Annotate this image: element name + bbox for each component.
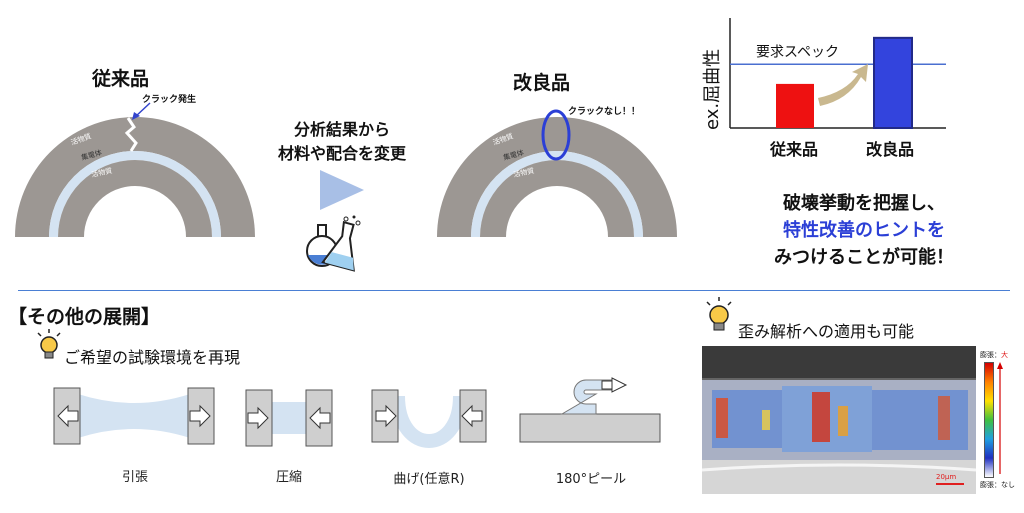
test-label-bending: 曲げ(任意R) — [393, 472, 465, 487]
chart-bar-conventional — [776, 83, 814, 128]
right-arrow-icon — [189, 404, 211, 428]
summary-line1: 破壊挙動を把握し、 — [783, 193, 945, 214]
other-developments-title: 【その他の展開】 — [8, 306, 161, 328]
summary-text: 破壊挙動を把握し、 特性改善のヒントを みつけることが可能！ — [734, 190, 994, 271]
left-arrow-icon — [461, 404, 483, 428]
conventional-crack-note: クラック発生 — [142, 95, 197, 105]
process-line1: 分析結果から — [293, 120, 390, 139]
chart-category-conventional: 従来品 — [770, 140, 819, 159]
compression-test-diagram — [245, 389, 333, 447]
summary-line3: みつけることが可能！ — [774, 247, 954, 268]
test-label-tensile: 引張 — [121, 470, 148, 485]
tensile-test-diagram — [53, 387, 215, 445]
colorbar-top-label: 膨張：大 — [980, 350, 1008, 360]
process-line2: 材料や配合を変更 — [277, 144, 406, 163]
improved-electrode-diagram: 活物質 集電体 活物質 — [437, 109, 677, 237]
flexibility-chart: ex.屈曲性 要求スペック — [702, 18, 946, 130]
lightbulb-icon — [37, 329, 61, 359]
test-label-compression: 圧縮 — [275, 470, 302, 485]
conventional-electrode-diagram: 活物質 集電体 活物質 — [15, 102, 255, 237]
conventional-title: 従来品 — [92, 68, 150, 90]
no-crack-highlight-ellipse — [541, 109, 571, 161]
strain-colorbar — [984, 362, 994, 478]
right-arrow-icon — [247, 406, 269, 430]
colorbar-bottom-label: 膨張：なし — [980, 481, 1015, 489]
chart-ylabel: ex.屈曲性 — [702, 49, 723, 130]
colorbar-top-text: 膨張： — [980, 351, 1001, 359]
left-arrow-icon — [57, 404, 79, 428]
flask-beaker-icon — [306, 215, 361, 272]
chart-category-improved: 改良品 — [866, 140, 915, 159]
colorbar-top-emphasis: 大 — [1001, 351, 1008, 359]
scale-bar-label: 20μm — [936, 473, 957, 481]
bending-test-diagram — [371, 389, 487, 448]
test-label-peel: 180°ピール — [555, 472, 627, 487]
process-arrow-icon — [320, 170, 364, 210]
peel-test-diagram — [519, 377, 661, 443]
lightbulb-icon — [706, 297, 732, 331]
section-divider — [18, 290, 1010, 291]
improved-crack-note: クラックなし！！ — [568, 107, 641, 117]
strain-micrograph-image: 20μm — [702, 346, 976, 494]
conv-layer-inner-label: 活物質 — [91, 166, 113, 179]
left-arrow-icon — [309, 406, 331, 430]
env-note: ご希望の試験環境を再現 — [64, 348, 241, 367]
strain-note: 歪み解析への適用も可能 — [738, 322, 915, 341]
imp-layer-inner-label: 活物質 — [513, 166, 535, 179]
improvement-arrow-icon — [818, 64, 868, 106]
right-arrow-icon — [611, 377, 628, 393]
process-text: 分析結果から 材料や配合を変更 — [262, 118, 422, 166]
colorbar-up-arrow-icon — [997, 362, 1003, 474]
summary-line2: 特性改善のヒントを — [783, 220, 945, 241]
improved-title: 改良品 — [513, 72, 571, 94]
right-arrow-icon — [375, 404, 397, 428]
chart-threshold-label: 要求スペック — [756, 44, 839, 60]
chart-bar-improved — [873, 36, 913, 130]
